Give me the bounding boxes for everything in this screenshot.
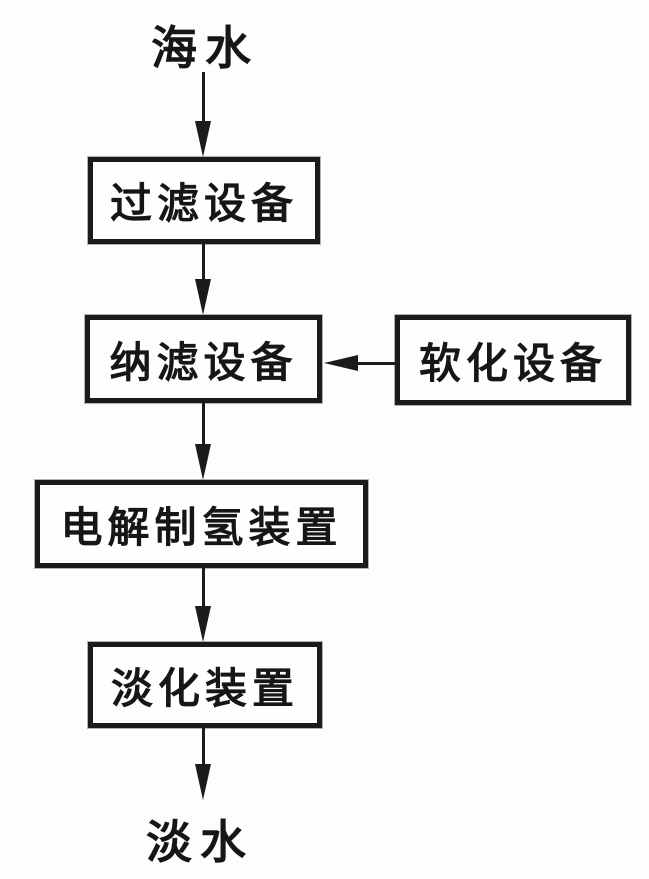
arrow-down-filter-to-nanofilter (194, 244, 212, 315)
arrowhead-down-icon (195, 764, 211, 800)
arrow-down-nanofilter-to-electrolysis (194, 403, 212, 480)
output-label-freshwater: 淡水 (146, 815, 254, 869)
arrow-shaft (201, 728, 205, 764)
arrow-shaft (201, 403, 205, 444)
arrowhead-left-icon (324, 355, 358, 371)
node-nanofiltration-equipment: 纳滤设备 (85, 315, 322, 403)
node-desalination-device: 淡化装置 (88, 642, 322, 728)
arrow-left-softener-to-nanofilter (324, 354, 395, 372)
arrow-shaft (201, 244, 205, 279)
arrowhead-down-icon (195, 279, 211, 315)
arrow-shaft (358, 361, 395, 365)
arrow-down-electrolysis-to-desalination (194, 568, 212, 642)
node-electrolysis-hydrogen-device: 电解制氢装置 (35, 480, 368, 568)
node-filter-equipment: 过滤设备 (88, 157, 320, 244)
arrowhead-down-icon (195, 121, 211, 157)
arrow-down-seawater-to-filter (194, 72, 212, 157)
arrowhead-down-icon (195, 444, 211, 480)
arrowhead-down-icon (195, 606, 211, 642)
arrow-down-desalination-to-freshwater (194, 728, 212, 800)
arrow-shaft (201, 72, 205, 121)
source-label-seawater: 海水 (151, 21, 259, 75)
arrow-shaft (201, 568, 205, 606)
node-softening-equipment: 软化设备 (395, 315, 631, 405)
